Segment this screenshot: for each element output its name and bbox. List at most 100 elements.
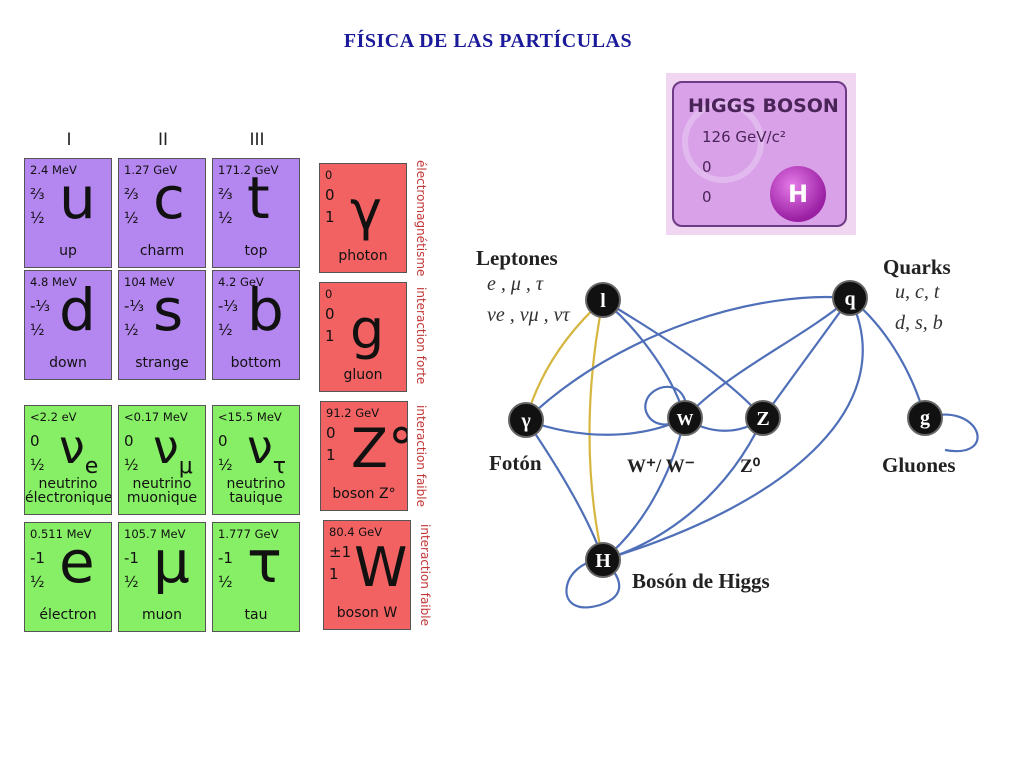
particle-symbol: d [59, 276, 96, 344]
particle-symbol: g [350, 298, 385, 361]
particle-name: muon [142, 607, 182, 624]
particle-charge: -⅓ [218, 297, 238, 315]
edge-leptons-higgs [588, 299, 605, 561]
edge-photon-w [525, 417, 686, 436]
particle-spin: ½ [30, 573, 45, 591]
particle-symbol: s [153, 276, 184, 344]
particle-mass: 0 [325, 168, 333, 182]
label-higgs: Bosón de Higgs [632, 569, 770, 593]
particle-spin: 1 [329, 565, 339, 583]
particle-mass: <0.17 MeV [124, 410, 188, 424]
particle-symbol: u [59, 164, 96, 232]
particle-card-bottom: 4.2 GeV -⅓ ½ b bottom [212, 270, 300, 380]
particle-mass: 4.2 GeV [218, 275, 264, 289]
particle-symbol: b [247, 276, 284, 344]
particle-card-z-boson: 91.2 GeV 0 1 Z° boson Z° [320, 401, 408, 511]
particle-symbol: τ [247, 528, 282, 596]
edge-leptons-z [602, 299, 764, 419]
svg-text:Z: Z [756, 408, 769, 430]
particle-symbol: t [247, 164, 270, 232]
particle-card-charm: 1.27 GeV ⅔ ½ c charm [118, 158, 206, 268]
edge-w-loop [644, 385, 688, 426]
edge-quarks-higgs [602, 297, 864, 562]
particle-name: gluon [343, 367, 383, 384]
edge-gluon-loop [924, 413, 979, 453]
node-z: Z [745, 400, 781, 436]
particle-spin: ½ [218, 209, 233, 227]
edge-quarks-z [762, 297, 851, 419]
particle-charge: 0 [325, 186, 335, 204]
higgs-charge: 0 [702, 158, 712, 176]
particle-card-tau: 1.777 GeV -1 ½ τ tau [212, 522, 300, 632]
particle-spin: ½ [124, 573, 139, 591]
particle-name: tau [244, 607, 268, 624]
node-higgs: H [585, 542, 621, 578]
particle-spin: ½ [218, 456, 233, 474]
particle-charge: 0 [124, 432, 134, 450]
particle-charge: ⅔ [218, 185, 233, 203]
particle-mass: 91.2 GeV [326, 406, 380, 420]
node-w: W [667, 400, 703, 436]
particle-card-up: 2.4 MeV ⅔ ½ u up [24, 158, 112, 268]
particle-name: down [49, 355, 87, 372]
higgs-title: HIGGS BOSON [688, 95, 839, 117]
label-z-boson: Z⁰ [740, 456, 761, 477]
particle-symbol: νμ [153, 420, 193, 480]
particle-charge: -⅓ [30, 297, 50, 315]
particle-charge: 0 [326, 424, 336, 442]
particle-name: électron [39, 607, 97, 624]
particle-card-photon: 0 0 1 γ photon [319, 163, 407, 273]
label-w-bosons: W⁺/ W⁻ [627, 456, 695, 477]
force-label-electromagnetism: électromagnétisme [414, 160, 428, 277]
force-label-strong: interaction forte [414, 287, 428, 385]
particle-mass: 80.4 GeV [329, 525, 383, 539]
particle-charge: ±1 [329, 543, 352, 561]
edge-higgs-loop [565, 558, 621, 609]
particle-symbol: Z° [351, 417, 407, 480]
particle-card-gluon: 0 0 1 g gluon [319, 282, 407, 392]
particle-mass: 105.7 MeV [124, 527, 186, 541]
force-label-weak-w: interaction faible [418, 524, 432, 626]
particle-card-muon: 105.7 MeV -1 ½ μ muon [118, 522, 206, 632]
higgs-ball-icon: H [770, 166, 826, 222]
edge-photon-quarks [525, 295, 851, 421]
node-leptons: l [585, 282, 621, 318]
generation-header-1: I [66, 130, 72, 150]
node-quarks: q [832, 280, 868, 316]
edge-z-higgs [602, 417, 764, 562]
particle-charge: -1 [218, 549, 233, 567]
particle-spin: ½ [218, 573, 233, 591]
particle-spin: 1 [325, 208, 335, 226]
particle-card-down: 4.8 MeV -⅓ ½ d down [24, 270, 112, 380]
particle-symbol: W± [354, 536, 410, 599]
node-photon: γ [508, 402, 544, 438]
particle-mass: <2.2 eV [30, 410, 77, 424]
particle-name: boson W [336, 605, 398, 622]
svg-text:l: l [600, 290, 606, 312]
particle-card-w-boson: 80.4 GeV ±1 1 W± boson W [323, 520, 411, 630]
particle-spin: ½ [124, 321, 139, 339]
particle-name: top [244, 243, 268, 260]
svg-text:H: H [595, 550, 611, 572]
particle-mass: 2.4 MeV [30, 163, 77, 177]
particle-spin: ½ [218, 321, 233, 339]
particle-spin: ½ [124, 456, 139, 474]
particle-symbol: c [153, 164, 185, 232]
swirl-icon [682, 101, 764, 183]
particle-card-top: 171.2 GeV ⅔ ½ t top [212, 158, 300, 268]
particle-mass: 1.777 GeV [218, 527, 279, 541]
particle-mass: 0.511 MeV [30, 527, 92, 541]
label-quarks-line2: d, s, b [895, 312, 943, 334]
svg-text:W: W [677, 410, 694, 429]
particle-charge: 0 [30, 432, 40, 450]
particle-name: boson Z° [332, 486, 396, 503]
page-title: FÍSICA DE LAS PARTÍCULAS [343, 30, 633, 52]
label-foton: Fotón [489, 451, 542, 475]
particle-mass: 104 MeV [124, 275, 175, 289]
label-leptons-line2: νe , νμ , ντ [487, 304, 571, 326]
